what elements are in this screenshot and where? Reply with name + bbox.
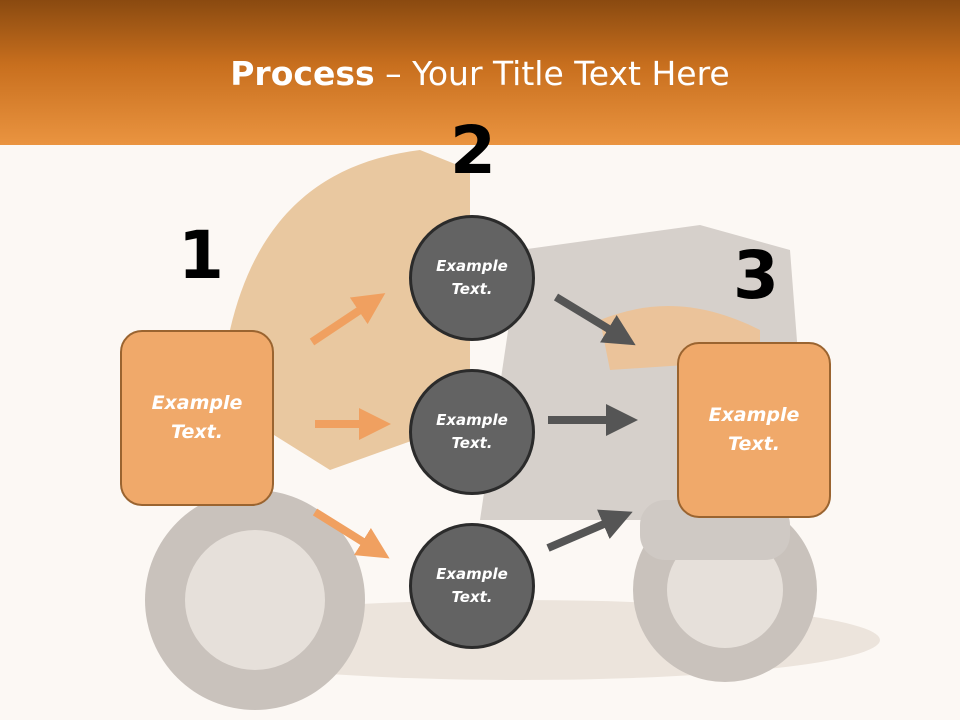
title-bold: Process (230, 54, 375, 93)
circle-top-line1: Example (436, 257, 508, 275)
step-3-line1: Example (708, 404, 800, 426)
step-number-1: 1 (178, 217, 224, 294)
step-number-2: 2 (450, 112, 496, 189)
step-1-line1: Example (151, 392, 243, 414)
circle-top-line2: Text. (451, 280, 493, 298)
page-title: Process – Your Title Text Here (0, 52, 960, 96)
step-3-line2: Text. (728, 433, 780, 455)
circle-middle-line2: Text. (451, 434, 493, 452)
arrow-dark-up (546, 509, 633, 552)
title-rest: – Your Title Text Here (374, 54, 730, 93)
circle-middle-line1: Example (436, 411, 508, 429)
arrow-orange-up (309, 293, 386, 346)
circle-bottom-line1: Example (436, 565, 508, 583)
step-number-3: 3 (733, 237, 779, 314)
arrow-dark-down (553, 293, 636, 346)
arrow-orange-down (312, 508, 390, 559)
circle-bottom-line2: Text. (451, 588, 493, 606)
title-banner (0, 0, 960, 145)
step-1-line2: Text. (171, 421, 223, 443)
